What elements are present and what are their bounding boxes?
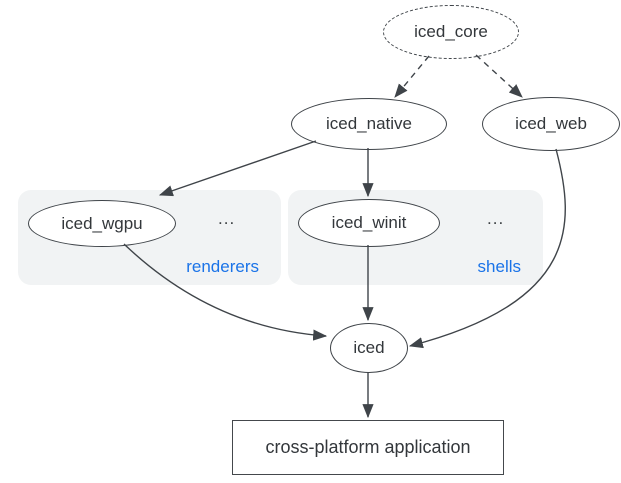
edge-core-to-web [475,54,523,98]
edge-core-to-native [394,55,430,98]
node-iced-native: iced_native [291,98,447,150]
shells-group-label: shells [477,257,521,276]
renderers-ellipsis: ... [218,209,236,228]
node-iced-core: iced_core [383,5,519,59]
node-iced: iced [330,323,408,373]
node-iced-web: iced_web [482,97,620,151]
shells-ellipsis: ... [487,209,505,228]
node-iced-wgpu: iced_wgpu [28,200,176,247]
edge-native-to-wgpu [158,140,317,197]
renderers-group-label: renderers [186,257,259,276]
node-cross-platform-application: cross-platform application [232,420,504,475]
node-iced-winit: iced_winit [298,199,440,247]
